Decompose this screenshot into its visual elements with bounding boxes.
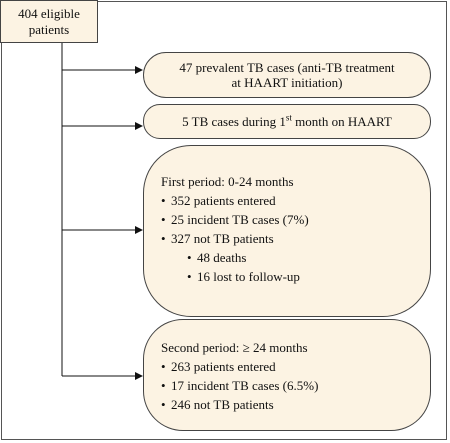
first-month-tb-node: 5 TB cases during 1st month on HAART xyxy=(143,104,431,139)
list-item: 327 not TB patients xyxy=(161,230,430,247)
first-period-node: First period: 0-24 months 352 patients e… xyxy=(143,145,431,317)
first-month-text: 5 TB cases during 1st month on HAART xyxy=(182,112,392,129)
eligible-line-2: patients xyxy=(28,21,70,37)
first-month-superscript: st xyxy=(285,112,292,123)
sub-list-item: 16 lost to follow-up xyxy=(187,268,430,285)
sub-list-item: 48 deaths xyxy=(187,249,430,266)
list-item: 263 patients entered xyxy=(161,358,430,375)
prevalent-line-1: 47 prevalent TB cases (anti-TB treatment xyxy=(179,60,395,75)
list-item: 246 not TB patients xyxy=(161,396,430,413)
list-item: 17 incident TB cases (6.5%) xyxy=(161,377,430,394)
eligible-patients-box: 404 eligible patients xyxy=(0,0,98,43)
prevalent-line-2: at HAART initiation) xyxy=(231,75,343,90)
prevalent-tb-node: 47 prevalent TB cases (anti-TB treatment… xyxy=(143,52,431,98)
second-period-node: Second period: ≥ 24 months 263 patients … xyxy=(143,319,431,431)
list-item: 352 patients entered xyxy=(161,192,430,209)
list-item: 25 incident TB cases (7%) xyxy=(161,211,430,228)
first-month-text-end: month on HAART xyxy=(291,114,392,129)
eligible-line-1: 404 eligible xyxy=(18,5,80,21)
second-period-title: Second period: ≥ 24 months xyxy=(161,340,308,355)
first-period-title: First period: 0-24 months xyxy=(161,174,294,189)
first-month-text-start: 5 TB cases during 1 xyxy=(182,114,286,129)
